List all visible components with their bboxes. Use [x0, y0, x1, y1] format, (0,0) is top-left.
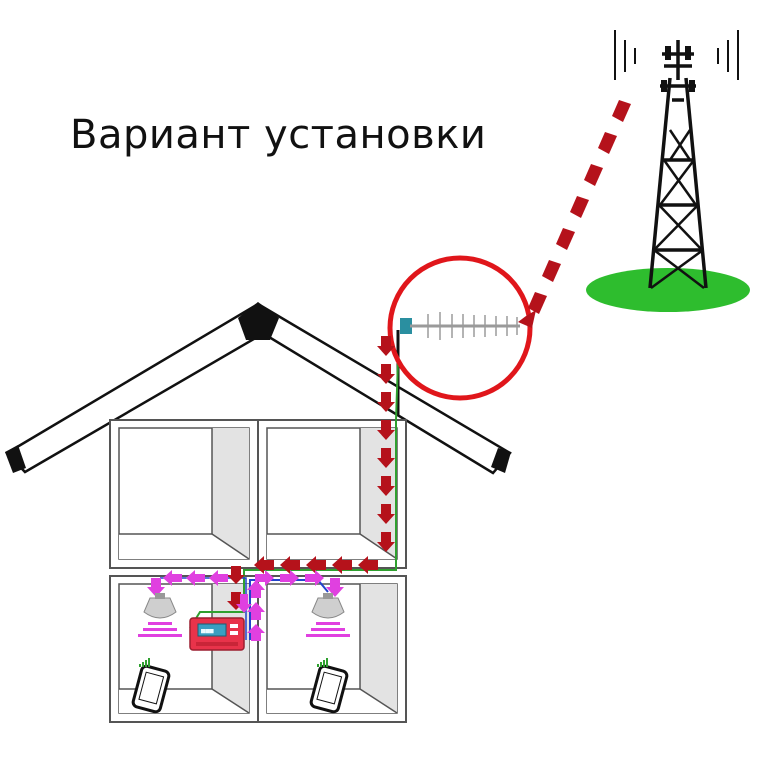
antenna-highlight-circle [387, 255, 533, 401]
ceiling-antenna-icon [306, 593, 350, 637]
phone-icon [309, 664, 349, 714]
cell-tower [586, 30, 750, 312]
room-top-left [109, 419, 259, 569]
repeater-icon: ■■■ [189, 617, 245, 651]
signal-bars-icon [139, 658, 150, 667]
diagram-title: Вариант установки [70, 112, 487, 158]
phone-icon [131, 664, 171, 714]
room-top-right [257, 419, 407, 569]
signal-arrows-indoor-red [212, 336, 395, 636]
house [5, 302, 512, 723]
signal-arrows-indoor-magenta [147, 570, 344, 641]
repeater-display-text: ■■■ [201, 627, 214, 635]
ceiling-antenna-icon [138, 593, 182, 637]
signal-arrows-outdoor [518, 100, 631, 328]
ground-patch [586, 268, 750, 312]
signal-bars-icon [317, 658, 328, 667]
cable-green [189, 359, 399, 629]
yagi-antenna-icon [400, 312, 520, 340]
signal-waves-icon [614, 30, 739, 80]
cell-tower-icon [648, 40, 708, 290]
roof-peak [238, 302, 279, 340]
